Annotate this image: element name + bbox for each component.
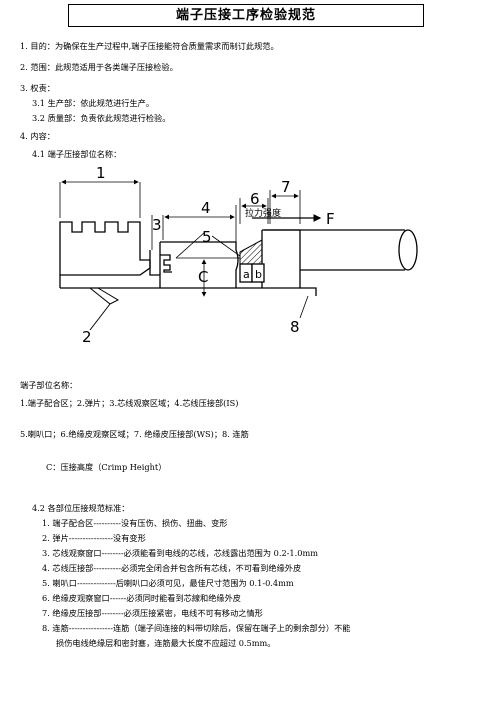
label-7: 7 — [281, 178, 291, 196]
dimension-1 — [59, 179, 141, 218]
standard-item-6: 6. 绝缘皮观察窗口------必须同时能看到芯線和绝缘外皮 — [42, 593, 241, 603]
authority-item-production: 3.1 生产部：依此规范进行生产。 — [32, 98, 155, 108]
core-crimp-barrel — [149, 241, 300, 289]
label-b: b — [255, 268, 262, 281]
label-a: a — [243, 268, 250, 281]
standard-item-1: 1. 端子配合区----------没有压伤、损伤、扭曲、变形 — [42, 518, 228, 528]
standard-item-8-continued: 损伤电线绝缘层和密封塞，连筋最大长度不应超过 0.5mm。 — [56, 638, 276, 648]
label-c: C — [198, 268, 208, 286]
label-2: 2 — [82, 328, 92, 346]
dimension-6 — [239, 198, 269, 224]
part-names-line-2: 5.喇叭口；6.绝缘皮观察区域；7. 绝缘皮压接部(WS)；8. 连筋 — [20, 429, 249, 439]
spring-contact — [89, 287, 120, 331]
pull-strength-label: 拉力强度 — [245, 207, 281, 219]
part-names-heading: 端子部位名称： — [20, 380, 78, 390]
insulation-crimp-barrel — [239, 229, 317, 296]
crimp-height-note: C：压接高度（Crimp Height） — [46, 462, 167, 472]
authority-item-quality: 3.2 质量部：负责依此规范进行检验。 — [32, 113, 171, 123]
purpose-line: 1. 目的：为确保在生产过程中,端子压接能符合质量需求而制订此规范。 — [20, 41, 279, 51]
standard-item-4: 4. 芯线压接部----------必须完全闭合并包含所有芯线，不可看到绝缘外皮 — [42, 563, 302, 573]
standard-item-2: 2. 弹片----------------没有变形 — [42, 533, 146, 543]
section-4-1-heading: 4.1 端子压接部位名称： — [32, 149, 122, 159]
label-8: 8 — [290, 318, 300, 336]
dimension-8 — [299, 295, 309, 319]
label-1: 1 — [96, 164, 106, 182]
part-names-line-1: 1.端子配合区；2.弹片；3.芯线观察区域；4.芯线压接部(IS) — [20, 398, 239, 408]
standard-item-3: 3. 芯线观察窗口--------必须能看到电线的芯线，芯线露出范围为 0.2-… — [42, 548, 318, 558]
dimension-5 — [175, 231, 241, 259]
dimension-3 — [151, 215, 164, 250]
wire-cable — [264, 229, 418, 271]
label-5: 5 — [202, 228, 212, 246]
label-3: 3 — [152, 216, 162, 234]
label-4: 4 — [201, 199, 211, 217]
label-6: 6 — [250, 190, 260, 208]
terminal-contact-area — [59, 221, 160, 289]
standard-item-7: 7. 绝缘皮压接部--------必须压接紧密，电线不可有移动之情形 — [42, 608, 263, 618]
crimp-terminal-diagram: a b 1 3 4 5 C 6 拉力强度 — [59, 164, 418, 346]
section-4-2-heading: 4.2 各部位压接规范标准： — [32, 503, 130, 513]
authority-heading: 3. 权责： — [20, 83, 55, 93]
content-heading: 4. 内容： — [20, 131, 55, 141]
scope-line: 2. 范围：此规范适用于各类端子压接检验。 — [20, 62, 178, 72]
document-title: 端子压接工序检验规范 — [68, 4, 424, 27]
label-f: F — [326, 210, 335, 228]
standard-item-5: 5. 喇叭口--------------后喇叭口必须可见，最佳尺寸范围为 0.1… — [42, 578, 294, 588]
standard-item-8: 8. 连筋----------------连筋（端子间连接的料带切除后，保留在端… — [42, 623, 351, 633]
dimension-4 — [164, 205, 237, 242]
